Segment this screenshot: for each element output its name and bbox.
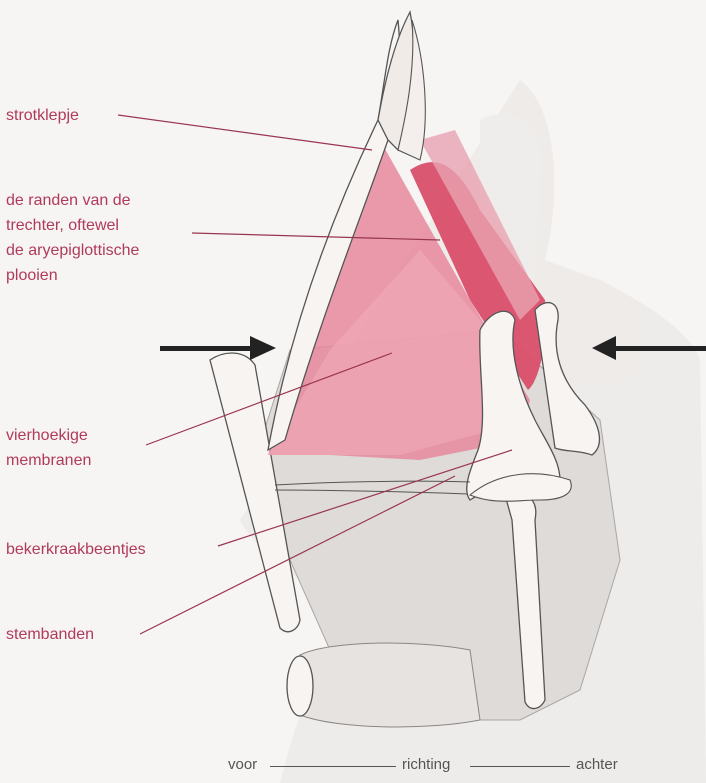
label-randen-line-4: plooien <box>6 263 139 288</box>
label-membranen-line-1: vierhoekige <box>6 423 91 448</box>
axis-rule-left <box>270 766 396 767</box>
label-randen-line-2: trechter, oftewel <box>6 213 139 238</box>
axis-back-label: achter <box>576 756 618 773</box>
label-strotklepje: strotklepje <box>6 103 79 128</box>
label-stembanden-text: stembanden <box>6 622 94 647</box>
label-bekerkraakbeentjes-text: bekerkraakbeentjes <box>6 537 146 562</box>
label-membranen: vierhoekige membranen <box>6 423 91 473</box>
axis-middle-label: richting <box>402 756 450 773</box>
label-stembanden: stembanden <box>6 622 94 647</box>
label-randen: de randen van de trechter, oftewel de ar… <box>6 188 139 288</box>
label-membranen-line-2: membranen <box>6 448 91 473</box>
direction-axis: voor richting achter <box>0 752 706 778</box>
lower-tube <box>300 643 480 727</box>
label-bekerkraakbeentjes: bekerkraakbeentjes <box>6 537 146 562</box>
tube-opening <box>287 656 313 716</box>
label-randen-line-3: de aryepiglottische <box>6 238 139 263</box>
label-randen-line-1: de randen van de <box>6 188 139 213</box>
axis-front-label: voor <box>228 756 257 773</box>
label-strotklepje-text: strotklepje <box>6 103 79 128</box>
axis-rule-right <box>470 766 570 767</box>
